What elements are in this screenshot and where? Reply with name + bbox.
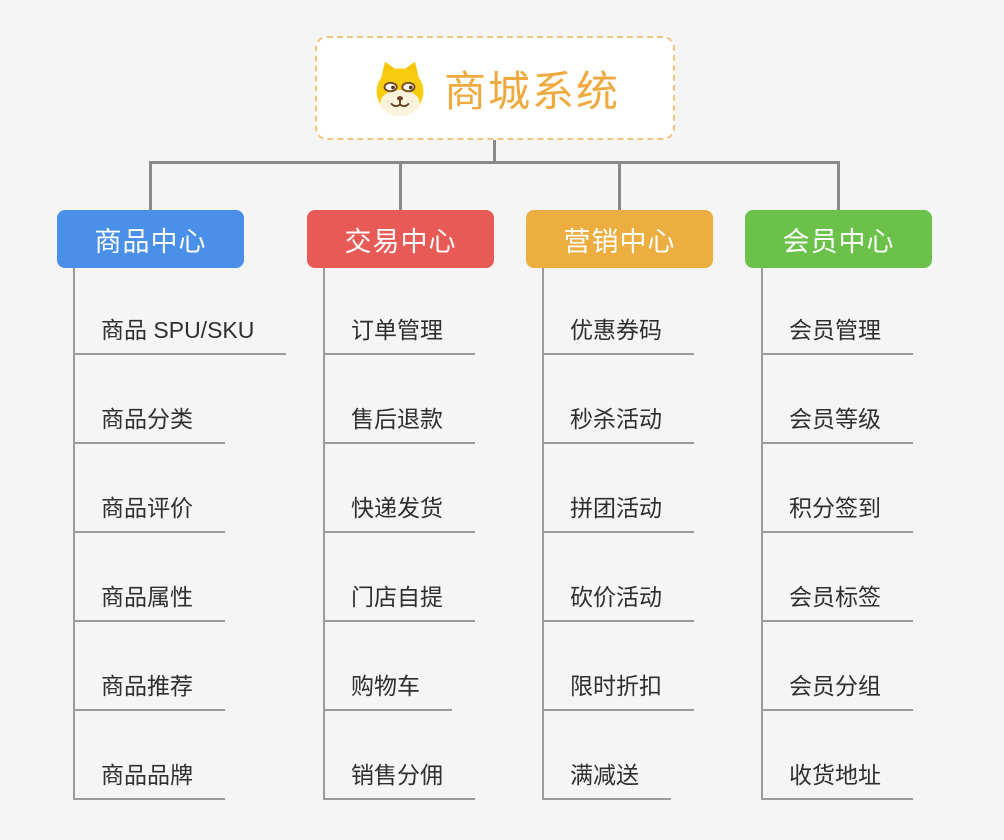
child-item[interactable]: 会员等级 xyxy=(761,404,913,444)
child-item[interactable]: 快递发货 xyxy=(323,493,475,533)
child-item[interactable]: 拼团活动 xyxy=(542,493,694,533)
child-item[interactable]: 门店自提 xyxy=(323,582,475,622)
branch-line-marketing xyxy=(542,268,544,800)
root-title: 商城系统 xyxy=(443,67,620,115)
connector-drop-product xyxy=(149,161,152,210)
child-item[interactable]: 售后退款 xyxy=(323,404,475,444)
branch-header-marketing-center[interactable]: 营销中心 xyxy=(526,210,713,268)
branch-header-product-center[interactable]: 商品中心 xyxy=(57,210,244,268)
dog-face-icon xyxy=(376,61,424,117)
child-item[interactable]: 商品推荐 xyxy=(73,671,225,711)
branch-header-member-center[interactable]: 会员中心 xyxy=(745,210,932,268)
connector-root-stub xyxy=(493,140,496,164)
branch-header-trade-center[interactable]: 交易中心 xyxy=(307,210,494,268)
child-item[interactable]: 砍价活动 xyxy=(542,582,694,622)
child-item[interactable]: 会员标签 xyxy=(761,582,913,622)
child-item[interactable]: 会员管理 xyxy=(761,315,913,355)
child-item[interactable]: 购物车 xyxy=(323,671,452,711)
child-item[interactable]: 商品分类 xyxy=(73,404,225,444)
child-item[interactable]: 秒杀活动 xyxy=(542,404,694,444)
connector-drop-trade xyxy=(399,161,402,210)
child-item[interactable]: 商品 SPU/SKU xyxy=(73,315,287,355)
connector-drop-member xyxy=(837,161,840,210)
child-item[interactable]: 优惠券码 xyxy=(542,315,694,355)
child-item[interactable]: 积分签到 xyxy=(761,493,913,533)
child-item[interactable]: 商品属性 xyxy=(73,582,225,622)
child-item[interactable]: 销售分佣 xyxy=(323,760,475,800)
connector-drop-marketing xyxy=(618,161,621,210)
branch-line-trade xyxy=(323,268,325,800)
child-item[interactable]: 订单管理 xyxy=(323,315,475,355)
child-item[interactable]: 满减送 xyxy=(542,760,671,800)
child-item[interactable]: 收货地址 xyxy=(761,760,913,800)
connector-horizontal xyxy=(149,161,840,164)
branch-line-product xyxy=(73,268,75,800)
child-item[interactable]: 限时折扣 xyxy=(542,671,694,711)
child-item[interactable]: 商品品牌 xyxy=(73,760,225,800)
root-node-mall-system[interactable]: 商城系统 xyxy=(315,36,675,140)
child-item[interactable]: 商品评价 xyxy=(73,493,225,533)
child-item[interactable]: 会员分组 xyxy=(761,671,913,711)
branch-line-member xyxy=(761,268,763,800)
